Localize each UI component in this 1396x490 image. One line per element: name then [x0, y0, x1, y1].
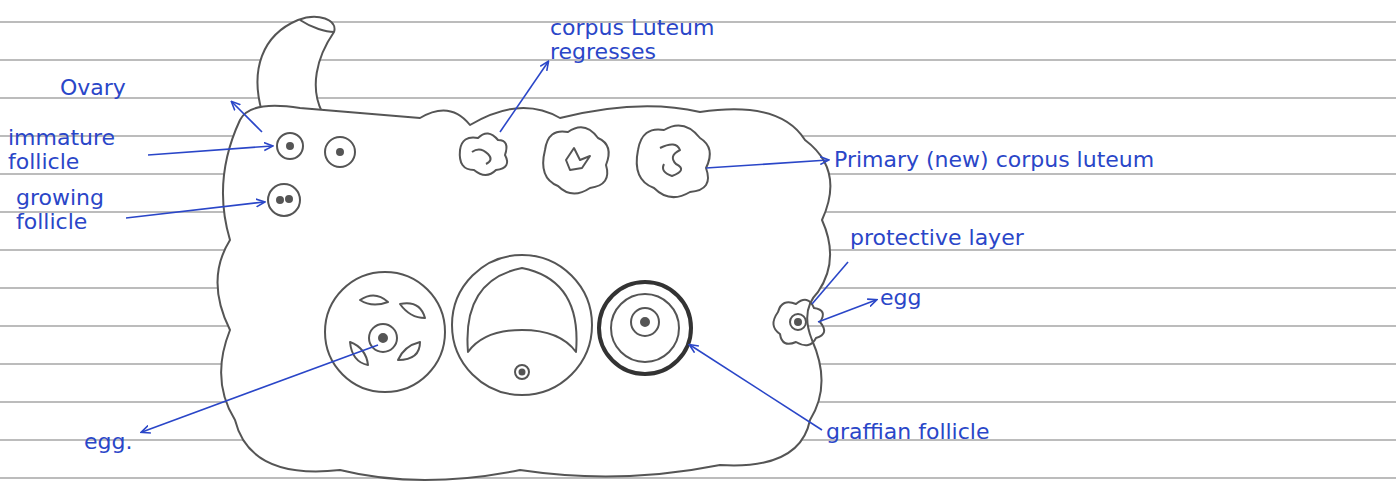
- part-label: egg.: [84, 430, 174, 454]
- part-label: immature follicle: [8, 126, 148, 174]
- part-label: growing follicle: [16, 186, 156, 234]
- part-label: Primary (new) corpus luteum: [834, 148, 1254, 172]
- part-label: Ovary: [60, 76, 200, 100]
- part-label: egg: [880, 286, 960, 310]
- part-label: corpus Luteum regresses: [550, 16, 740, 64]
- part-label: protective layer: [850, 226, 1110, 250]
- part-label: graffian follicle: [826, 420, 1086, 444]
